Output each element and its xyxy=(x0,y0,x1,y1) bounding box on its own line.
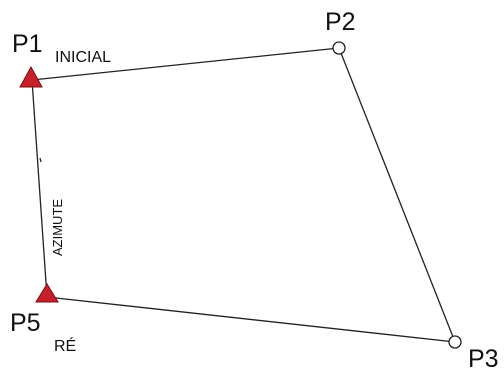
p3-label: P3 xyxy=(468,345,499,371)
p2-label: P2 xyxy=(325,8,356,36)
p5-triangle-icon xyxy=(35,283,59,303)
edge-p1-p2 xyxy=(31,47,340,81)
edge-p3-p5 xyxy=(46,296,456,343)
edge-p5-p1-azimute xyxy=(31,79,48,298)
p1-subscript: INICIAL xyxy=(55,49,111,66)
p2-circle-icon xyxy=(332,41,346,55)
p5-label: P5 xyxy=(10,309,41,337)
azimute-label: AZIMUTE xyxy=(50,199,65,256)
p3-circle-icon xyxy=(448,335,462,349)
p1-label: P1 xyxy=(12,30,43,58)
azimute-bar xyxy=(39,157,42,163)
p1-triangle-icon xyxy=(19,65,43,88)
p5-subscript: RÉ xyxy=(54,336,76,355)
edge-p2-p3 xyxy=(338,47,456,343)
